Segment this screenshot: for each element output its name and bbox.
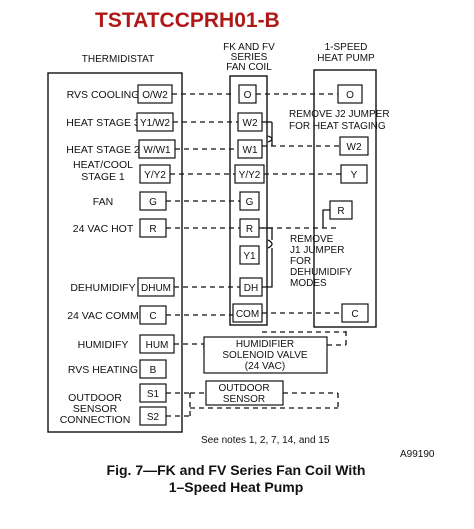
thermidistat-label-c: 24 VAC COMM xyxy=(67,310,139,322)
thermidistat-label-y-y2-2: STAGE 1 xyxy=(81,171,125,183)
thermidistat-label-w-w1: HEAT STAGE 2 xyxy=(66,144,140,156)
fancoil-terminal-com xyxy=(232,303,263,323)
fancoil-terminal-dh xyxy=(239,277,263,297)
caption-line-2: 1–Speed Heat Pump xyxy=(169,479,304,495)
thermidistat-terminal-label-g: G xyxy=(149,197,157,208)
j1-note-line-2: J1 JUMPER xyxy=(290,245,344,256)
figure-id: A99190 xyxy=(400,449,435,460)
humidifier-line-3: (24 VAC) xyxy=(245,361,285,372)
thermidistat-terminal-label-s1: S1 xyxy=(147,389,160,400)
thermidistat-terminal-label-y-y2: Y/Y2 xyxy=(144,170,166,181)
heatpump-terminal-label-y: Y xyxy=(351,170,358,181)
thermidistat-terminal-label-o-w2: O/W2 xyxy=(142,90,168,101)
fancoil-header-line-1: FK AND FV xyxy=(223,42,275,53)
heatpump-terminal-label-r: R xyxy=(337,206,344,217)
thermidistat-terminal-label-dhum: DHUM xyxy=(141,283,171,294)
thermidistat-terminal-label-b: B xyxy=(150,365,157,376)
fancoil-terminal-label-o: O xyxy=(244,90,252,101)
fancoil-terminal-r xyxy=(239,218,260,238)
j2-note-line-2: FOR HEAT STAGING xyxy=(289,121,386,132)
heatpump-panel xyxy=(313,69,377,328)
heatpump-terminal-y xyxy=(340,164,368,184)
heatpump-terminal-w2 xyxy=(339,136,369,156)
thermidistat-terminal-g xyxy=(139,191,167,211)
fancoil-terminal-label-com: COM xyxy=(236,309,259,320)
fancoil-terminal-label-dh: DH xyxy=(244,283,258,294)
thermidistat-terminal-b xyxy=(139,359,167,379)
thermidistat-label-g: FAN xyxy=(93,196,113,208)
fancoil-terminal-w1 xyxy=(237,139,263,159)
heatpump-terminal-o xyxy=(337,84,363,104)
thermidistat-label-hum: HUMIDIFY xyxy=(78,339,129,351)
thermidistat-label-s1-3: CONNECTION xyxy=(60,414,131,426)
thermidistat-label-s1: OUTDOOR xyxy=(68,392,122,404)
thermidistat-label-dhum: DEHUMIDIFY xyxy=(70,282,135,294)
wiring-lines xyxy=(166,93,347,417)
thermidistat-terminal-y-y2 xyxy=(139,164,171,184)
thermidistat-label-r: 24 VAC HOT xyxy=(73,223,134,235)
fancoil-terminal-g xyxy=(239,191,260,211)
thermidistat-terminal-y1-w2 xyxy=(136,112,174,132)
see-notes: See notes 1, 2, 7, 14, and 15 xyxy=(201,435,330,446)
thermidistat-terminal-label-s2: S2 xyxy=(147,412,160,423)
thermidistat-terminal-o-w2 xyxy=(137,84,173,104)
fancoil-terminal-label-w2: W2 xyxy=(243,118,258,129)
thermidistat-terminal-hum xyxy=(139,334,175,354)
heatpump-header-line-2: HEAT PUMP xyxy=(317,53,375,64)
heatpump-terminal-r xyxy=(329,200,353,220)
fancoil-terminal-label-y-y2: Y/Y2 xyxy=(239,170,261,181)
j1-note-line-3: FOR xyxy=(290,256,311,267)
heatpump-terminal-c xyxy=(341,303,369,323)
fancoil-terminal-label-w1: W1 xyxy=(243,145,258,156)
fancoil-terminal-label-r: R xyxy=(246,224,253,235)
thermidistat-terminal-s1 xyxy=(139,383,167,403)
thermidistat-terminal-r xyxy=(139,218,167,238)
thermidistat-label-o-w2: RVS COOLING xyxy=(67,89,140,101)
thermidistat-label-b: RVS HEATING xyxy=(68,364,138,376)
heatpump-header-line-1: 1-SPEED xyxy=(325,42,368,53)
thermidistat-terminal-label-c: C xyxy=(149,311,156,322)
thermidistat-label-y-y2: HEAT/COOL xyxy=(73,159,133,171)
heatpump-terminal-label-w2: W2 xyxy=(347,142,362,153)
j1-note-line-5: MODES xyxy=(290,278,327,289)
diagram-title: TSTATCCPRH01-B xyxy=(95,9,280,32)
thermidistat-terminal-dhum xyxy=(137,277,175,297)
thermidistat-label-s1-2: SENSOR xyxy=(73,403,118,415)
heatpump-terminal-label-c: C xyxy=(351,309,358,320)
outdoor-sensor-line-1: OUTDOOR xyxy=(218,383,269,394)
thermidistat-terminal-c xyxy=(139,305,167,325)
thermidistat-terminal-label-y1-w2: Y1/W2 xyxy=(140,118,170,129)
thermidistat-terminal-label-w-w1: W/W1 xyxy=(143,145,171,156)
thermidistat-terminal-label-hum: HUM xyxy=(146,340,169,351)
thermidistat-terminal-label-r: R xyxy=(149,224,156,235)
thermidistat-terminal-s2 xyxy=(139,406,167,426)
outdoor-sensor-box xyxy=(205,380,284,406)
fancoil-header-line-3: FAN COIL xyxy=(226,62,272,73)
j1-note-line-1: REMOVE xyxy=(290,234,334,245)
thermidistat-label-y1-w2: HEAT STAGE 3 xyxy=(66,117,140,129)
fancoil-terminal-y1 xyxy=(239,245,260,265)
thermidistat-terminal-w-w1 xyxy=(138,139,176,159)
heatpump-terminal-label-o: O xyxy=(346,90,354,101)
fancoil-terminal-label-y1: Y1 xyxy=(243,251,256,262)
fancoil-terminal-y-y2 xyxy=(234,164,265,184)
j1-note-line-4: DEHUMIDIFY xyxy=(290,267,353,278)
j2-note-line-1: REMOVE J2 JUMPER xyxy=(289,109,390,120)
outdoor-sensor-line-2: SENSOR xyxy=(223,394,265,405)
fancoil-terminal-w2 xyxy=(237,112,263,132)
fancoil-header-line-2: SERIES xyxy=(231,52,268,63)
caption-line-1: Fig. 7—FK and FV Series Fan Coil With xyxy=(107,462,366,478)
humidifier-line-2: SOLENOID VALVE xyxy=(222,350,308,361)
humidifier-box xyxy=(203,336,328,374)
humidifier-line-1: HUMIDIFIER xyxy=(236,339,294,350)
fancoil-terminal-label-g: G xyxy=(246,197,254,208)
fancoil-terminal-o xyxy=(238,84,257,104)
thermidistat-header: THERMIDISTAT xyxy=(82,54,154,65)
